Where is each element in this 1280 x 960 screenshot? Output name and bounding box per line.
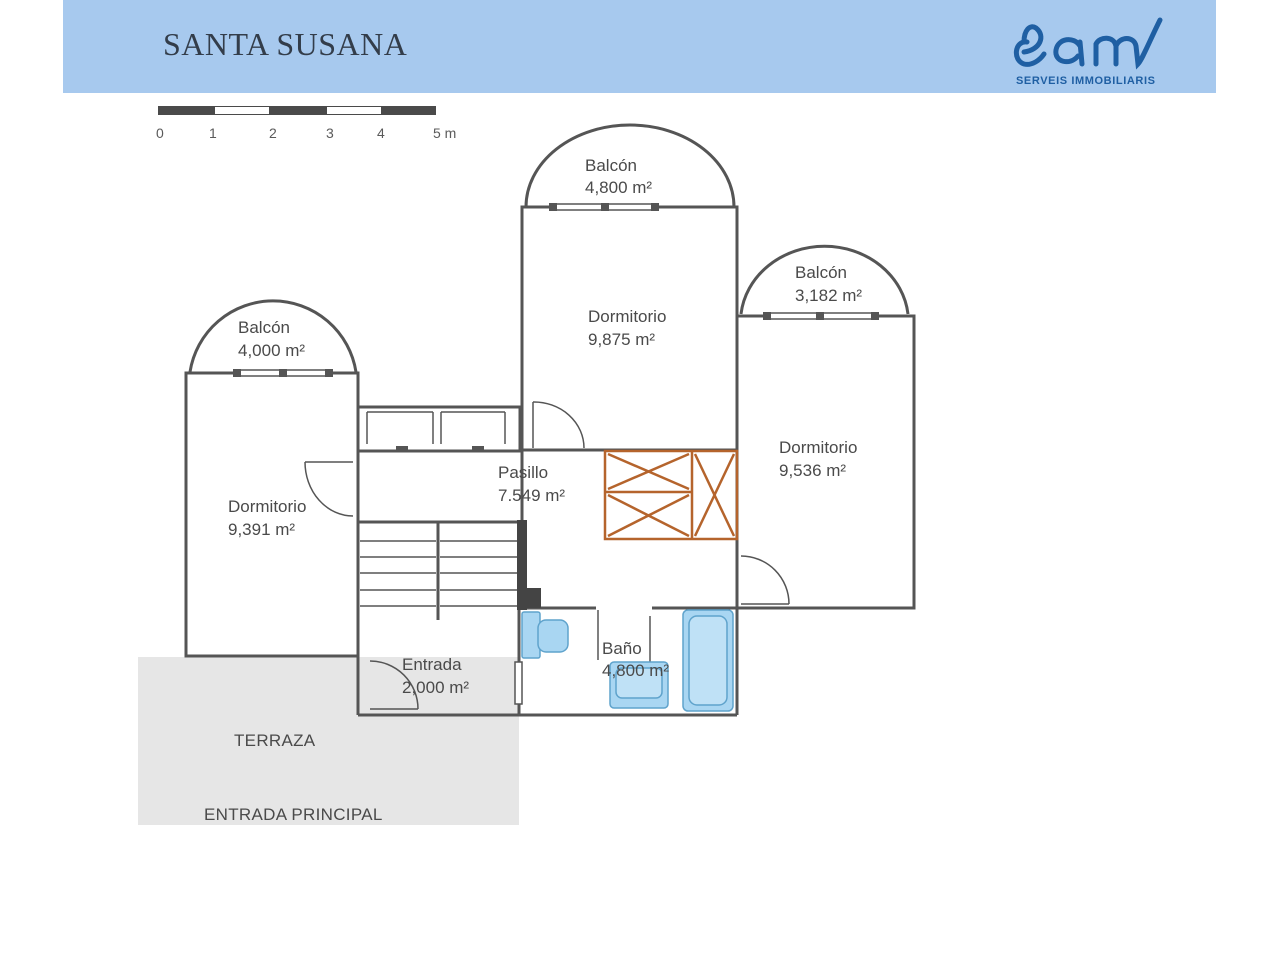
- doors: [304, 401, 790, 710]
- toilet-icon: [537, 619, 569, 653]
- bedroom-center-walls: [520, 205, 739, 452]
- balcony-right-arc: [739, 244, 910, 315]
- balcony-center-arc: [524, 123, 736, 208]
- wardrobe-handles: [396, 446, 484, 451]
- room-labels: Balcón 4,000 m² Balcón 4,800 m² Balcón 3…: [204, 156, 862, 824]
- balcony-right-name: Balcón: [795, 263, 847, 282]
- scale-segment: [326, 106, 382, 115]
- closet: [603, 449, 739, 541]
- balcony-left-area: 4,000 m²: [238, 341, 305, 360]
- bedroom-center-area: 9,875 m²: [588, 330, 655, 349]
- balconies: [188, 123, 910, 373]
- scale-label: 3: [326, 125, 334, 141]
- balcony-center-area: 4,800 m²: [585, 178, 652, 197]
- scale-segment: [214, 106, 270, 115]
- scale-segment: [158, 106, 214, 115]
- logo-subtitle: SERVEIS IMMOBILIARIS: [1016, 75, 1156, 87]
- terrace-label: TERRAZA: [234, 731, 316, 750]
- main-entrance-label: ENTRADA PRINCIPAL: [204, 805, 383, 824]
- balcony-center-name: Balcón: [585, 156, 637, 175]
- scale-label: 0: [156, 125, 164, 141]
- eam-logo-mark: [1014, 17, 1163, 70]
- bedroom-left-area: 9,391 m²: [228, 520, 295, 539]
- staircase: [360, 520, 541, 620]
- bathroom-name: Baño: [602, 639, 642, 658]
- scale-segment: [270, 106, 326, 115]
- scale-label: 4: [377, 125, 385, 141]
- scale-label: 1: [209, 125, 217, 141]
- entrance-name: Entrada: [402, 655, 462, 674]
- scale-segment: [382, 106, 436, 115]
- bedroom-right-name: Dormitorio: [779, 438, 857, 457]
- balcony-left-arc: [188, 299, 358, 373]
- bathroom-fixtures: [521, 609, 734, 712]
- scale-label: 5 m: [433, 125, 457, 141]
- bedroom-center-name: Dormitorio: [588, 307, 666, 326]
- terrace-area: [138, 657, 519, 825]
- entrance-area: 2,000 m²: [402, 678, 469, 697]
- page-title: SANTA SUSANA: [163, 26, 408, 62]
- balcony-right-area: 3,182 m²: [795, 286, 862, 305]
- hallway-area: 7.549 m²: [498, 486, 565, 505]
- bedroom-right-area: 9,536 m²: [779, 461, 846, 480]
- wardrobe-walls: [356, 405, 522, 453]
- hallway-name: Pasillo: [498, 463, 548, 482]
- scale-label: 2: [269, 125, 277, 141]
- bathroom-area: 4,800 m²: [602, 661, 669, 680]
- windows: [233, 203, 879, 705]
- bedroom-left-name: Dormitorio: [228, 497, 306, 516]
- balcony-left-name: Balcón: [238, 318, 290, 337]
- header-banner: SANTA SUSANA SERVEIS IMMOBILIARIS: [63, 0, 1216, 93]
